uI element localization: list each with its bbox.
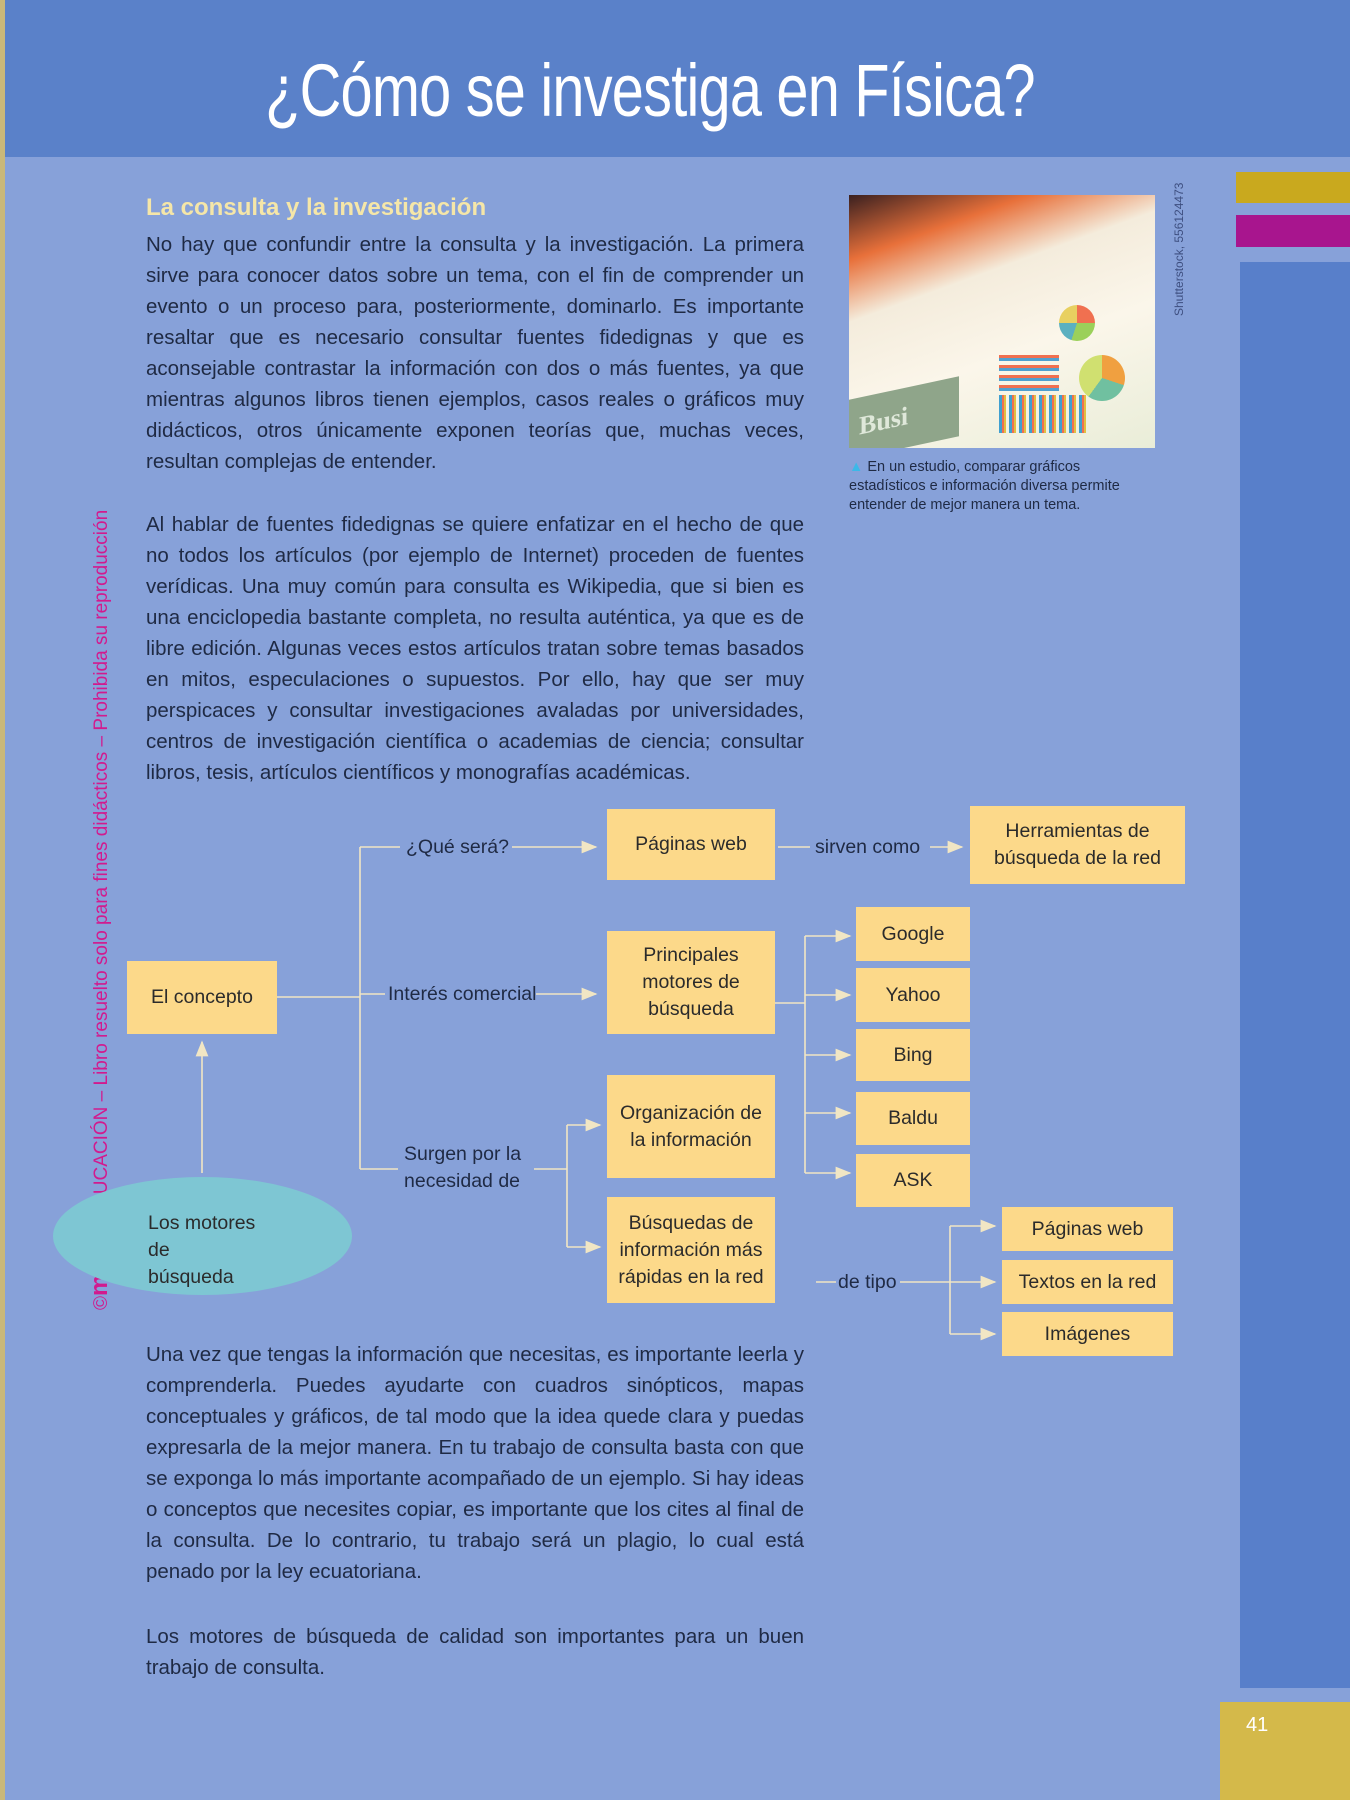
pie-chart — [1059, 305, 1095, 341]
section-heading: La consulta y la investigación — [146, 194, 487, 221]
label-of-type: de tipo — [838, 1271, 897, 1293]
engine-baldu: Baldu — [856, 1092, 970, 1145]
label-commercial-interest: Interés comercial — [388, 983, 537, 1005]
paragraph: No hay que confundir entre la consulta y… — [146, 233, 804, 473]
type-images: Imágenes — [1002, 1312, 1173, 1356]
search-tools-node: Herramientas de búsqueda de la red — [970, 806, 1185, 884]
photo-caption: ▲ En un estudio, comparar gráficos estad… — [849, 458, 1159, 515]
paragraph: Los motores de búsqueda de calidad son i… — [146, 1625, 804, 1679]
type-web-texts: Textos en la red — [1002, 1260, 1173, 1304]
label-arise-from-need: Surgen por la necesidad de — [404, 1143, 522, 1192]
label-what-is: ¿Qué será? — [406, 836, 509, 858]
root-node-ellipse — [53, 1177, 352, 1295]
photo-business-charts: Busi — [849, 195, 1155, 448]
page-title: ¿Cómo se investiga en Física? — [265, 49, 1036, 132]
faster-search-node: Búsquedas de información más rápidas en … — [607, 1197, 775, 1303]
type-web-pages: Páginas web — [1002, 1207, 1173, 1251]
engine-yahoo: Yahoo — [856, 968, 970, 1022]
paragraph: Una vez que tengas la información que ne… — [146, 1343, 804, 1583]
accent-stripe-yellow — [1236, 172, 1350, 203]
organization-node: Organización de la información — [607, 1075, 775, 1178]
web-pages-node: Páginas web — [607, 809, 775, 880]
header-band — [0, 0, 1350, 157]
left-edge — [0, 0, 5, 1800]
triangle-icon: ▲ — [849, 459, 864, 475]
page-number-box — [1220, 1702, 1350, 1800]
root-node-label: Los motores de búsqueda — [148, 1212, 256, 1288]
accent-stripe-magenta — [1236, 215, 1350, 247]
bar-chart — [999, 395, 1089, 433]
side-column — [1240, 262, 1350, 1688]
paragraph: Al hablar de fuentes fidedignas se quier… — [146, 513, 804, 784]
label-serve-as: sirven como — [815, 836, 921, 858]
page-number: 41 — [1246, 1714, 1269, 1736]
engine-bing: Bing — [856, 1029, 970, 1081]
main-engines-node: Principales motores de búsqueda — [607, 931, 775, 1034]
engine-ask: ASK — [856, 1154, 970, 1207]
engine-google: Google — [856, 907, 970, 961]
bar-chart — [999, 355, 1059, 395]
caption-text: En un estudio, comparar gráficos estadís… — [849, 459, 1120, 513]
pie-chart — [1079, 355, 1125, 401]
concept-node: El concepto — [127, 961, 277, 1034]
